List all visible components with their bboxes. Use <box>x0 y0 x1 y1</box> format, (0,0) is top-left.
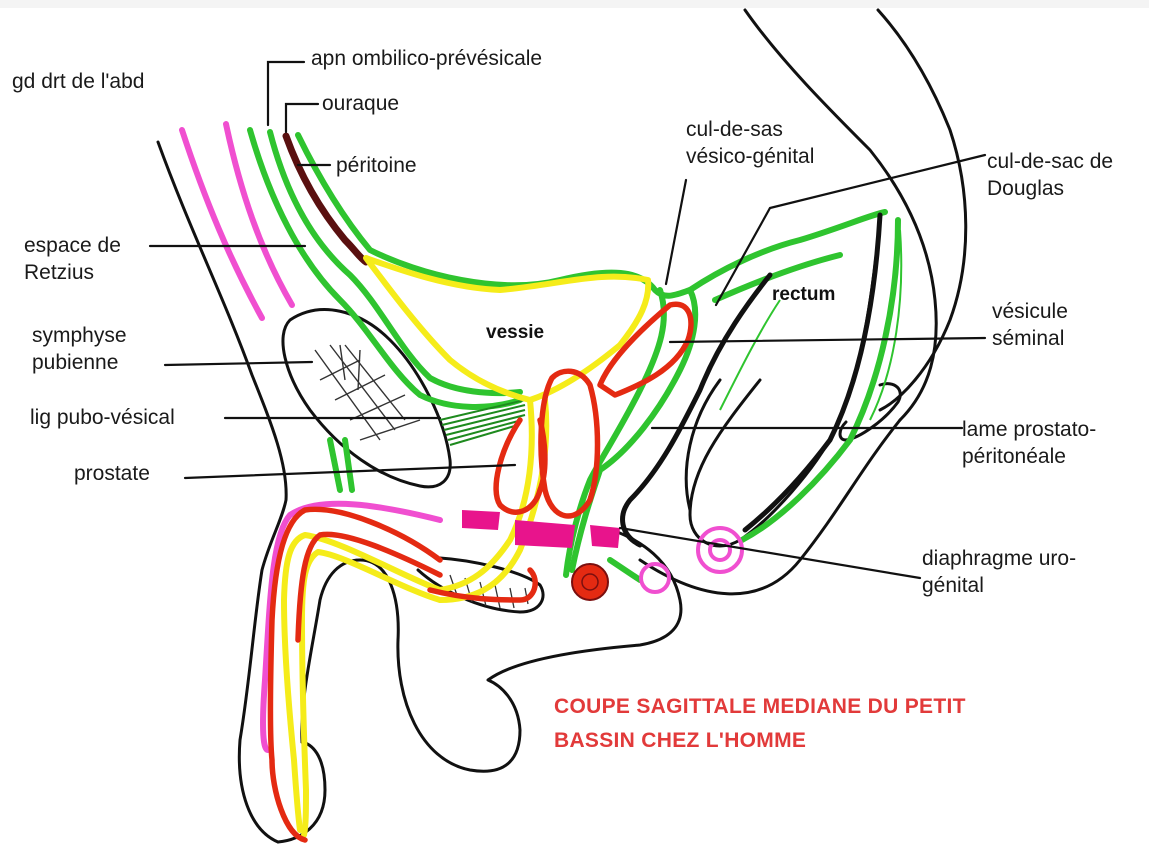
label-prostate: prostate <box>74 460 150 487</box>
label-culsas-line1: cul-de-sas <box>686 116 814 143</box>
penis-underside-line <box>302 560 398 742</box>
label-peritoine: péritoine <box>336 152 417 179</box>
label-gd-drt: gd drt de l'abd <box>12 68 144 95</box>
label-douglas-line2: Douglas <box>987 175 1113 202</box>
sacrum-inner-line <box>745 10 936 420</box>
title-line2: BASSIN CHEZ L'HOMME <box>554 724 966 758</box>
label-apn: apn ombilico-prévésicale <box>311 45 542 72</box>
pink-abd-line-1 <box>182 130 262 318</box>
label-symphyse-line2: pubienne <box>32 349 127 376</box>
label-lig-pubo-vesical: lig pubo-vésical <box>30 404 175 431</box>
green-lig-fibers-2 <box>345 440 352 490</box>
leader-symphyse <box>165 362 312 365</box>
title-line1: COUPE SAGITTALE MEDIANE DU PETIT <box>554 690 966 724</box>
label-espace-line2: Retzius <box>24 259 121 286</box>
anal-sphincter <box>641 528 742 592</box>
label-espace-line1: espace de <box>24 232 121 259</box>
top-band <box>0 0 1149 8</box>
sacrum-outer-line <box>878 10 966 410</box>
urogenital-diaphragm <box>462 510 620 548</box>
red-nodule <box>572 564 608 600</box>
label-diaphragme-line1: diaphragme uro- <box>922 545 1076 572</box>
label-culsas-line2: vésico-génital <box>686 143 814 170</box>
label-diaphragme: diaphragme uro- génital <box>922 545 1076 599</box>
label-rectum: rectum <box>772 284 835 306</box>
label-douglas: cul-de-sac de Douglas <box>987 148 1113 202</box>
leader-culsas <box>666 180 686 284</box>
label-vessie: vessie <box>486 322 544 344</box>
label-douglas-line1: cul-de-sac de <box>987 148 1113 175</box>
label-symphyse: symphyse pubienne <box>32 322 127 376</box>
figure-title: COUPE SAGITTALE MEDIANE DU PETIT BASSIN … <box>554 690 966 758</box>
label-symphyse-line1: symphyse <box>32 322 127 349</box>
symphysis-hatching <box>315 345 420 440</box>
rectum-wall <box>623 215 880 545</box>
label-cul-de-sas: cul-de-sas vésico-génital <box>686 116 814 170</box>
label-lame: lame prostato- péritonéale <box>962 416 1096 470</box>
label-lame-line2: péritonéale <box>962 443 1096 470</box>
leader-vesicule <box>670 338 985 342</box>
label-vesicule: vésicule séminal <box>992 298 1068 352</box>
label-vesicule-line1: vésicule <box>992 298 1068 325</box>
leader-ouraque <box>286 104 318 132</box>
label-lame-line1: lame prostato- <box>962 416 1096 443</box>
green-lig-fibers-1 <box>330 440 340 490</box>
label-diaphragme-line2: génital <box>922 572 1076 599</box>
bulb-hatching <box>450 575 528 608</box>
rectal-wall-line <box>686 380 720 510</box>
label-espace-retzius: espace de Retzius <box>24 232 121 286</box>
green-small-link <box>610 560 640 580</box>
label-vesicule-line2: séminal <box>992 325 1068 352</box>
green-douglas-upper <box>690 212 885 290</box>
label-ouraque: ouraque <box>322 90 399 117</box>
